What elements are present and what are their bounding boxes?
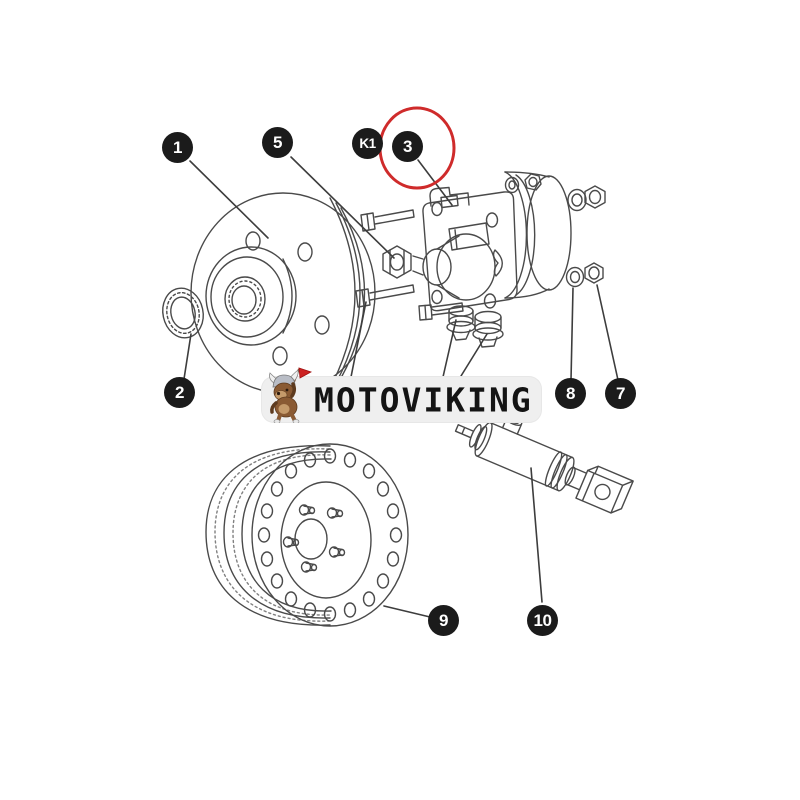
callout-2: 2 — [164, 377, 195, 408]
hydraulic-cylinder-drawing — [454, 415, 634, 514]
wheel-drawing — [205, 443, 409, 627]
callout-10: 10 — [527, 605, 558, 636]
nut-washer-drawings — [565, 185, 606, 288]
leader-lines — [183, 156, 619, 618]
wheel-studs — [282, 504, 346, 573]
callout-8: 8 — [555, 378, 586, 409]
callout-5: 5 — [262, 127, 293, 158]
brand-logo-text: MOTOVIKING — [314, 380, 533, 419]
hub-drawing — [190, 192, 376, 394]
callout-9: 9 — [428, 605, 459, 636]
bolt-drawings — [355, 209, 464, 321]
callout-k1: K1 — [352, 128, 383, 159]
wheel-cylinder-assembly-drawing — [422, 171, 572, 348]
callout-7: 7 — [605, 378, 636, 409]
brand-watermark: MOTOVIKING — [262, 367, 541, 423]
callout-1: 1 — [162, 132, 193, 163]
lock-washer-drawing — [162, 287, 204, 339]
viking-dog-mascot-icon — [269, 367, 312, 423]
line-art-root — [162, 106, 634, 627]
callout-3-highlighted: 3 — [392, 131, 423, 162]
hex-fitting-drawing — [382, 245, 424, 279]
